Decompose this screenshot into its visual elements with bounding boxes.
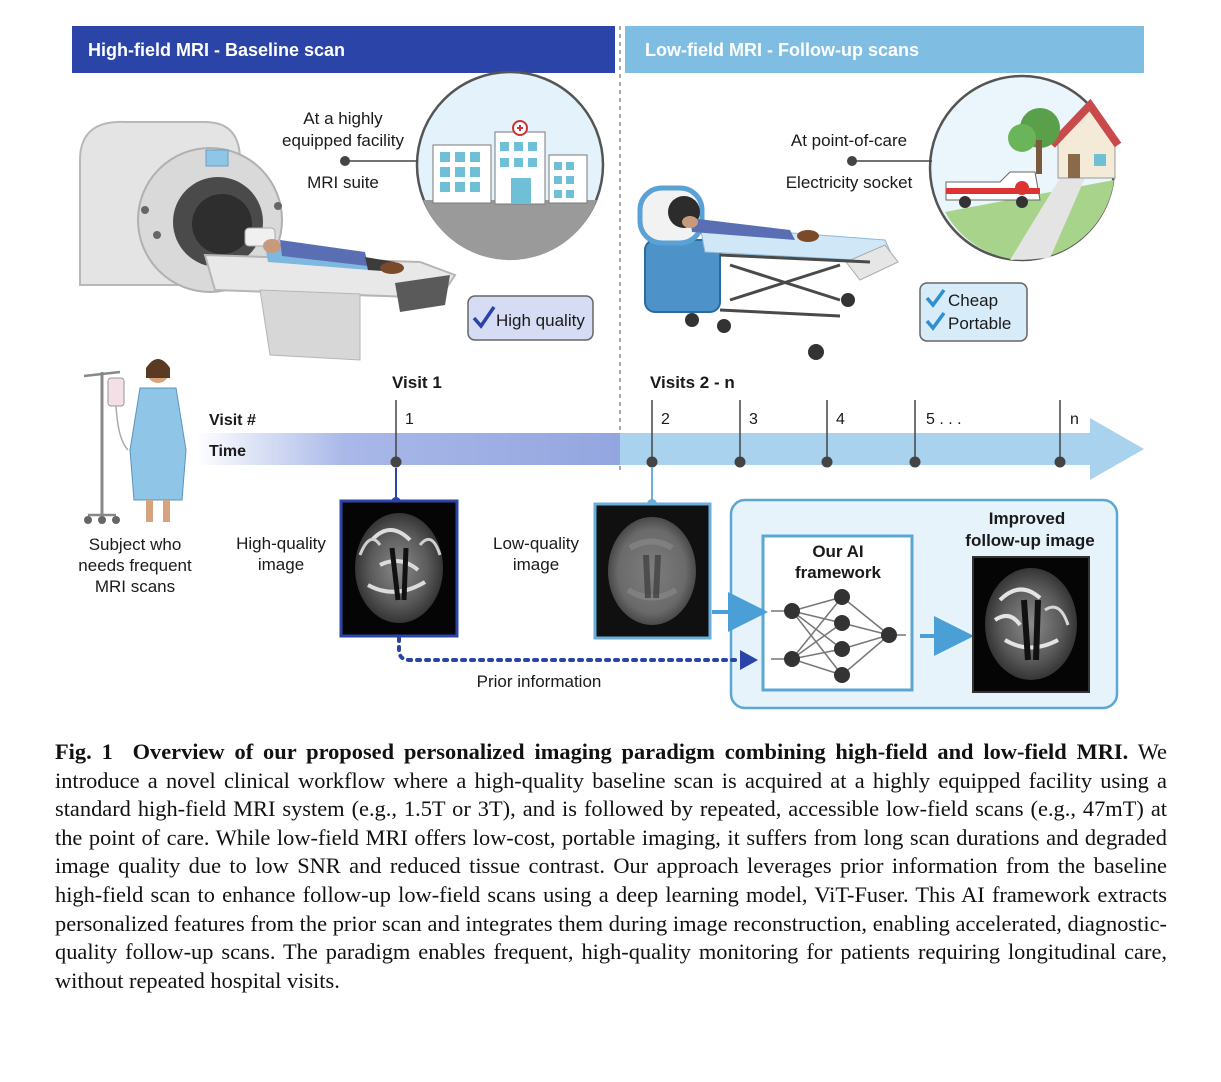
visit-tick-label: n <box>1070 411 1079 428</box>
visit-tick-5: 5 . . . <box>909 400 962 468</box>
caption-body: We introduce a novel clinical workflow w… <box>55 739 1167 993</box>
improved-label-line1: Improved <box>989 509 1066 528</box>
high-quality-text: High quality <box>496 311 585 330</box>
high-quality-badge <box>467 295 594 341</box>
time-label: Time <box>209 443 246 460</box>
prior-information-arrow <box>397 636 742 662</box>
right-banner-title: Low-field MRI - Follow-up scans <box>645 40 919 60</box>
mri-suite-label: MRI suite <box>307 173 379 192</box>
visit-tick-label: 3 <box>749 411 758 428</box>
improved-label-line2: follow-up image <box>965 531 1094 550</box>
improved-brain-image <box>972 556 1090 693</box>
visit-tick-4: 4 <box>821 400 845 468</box>
caption-title: Overview of our proposed personalized im… <box>132 739 1129 764</box>
ai-label-line2: framework <box>795 563 882 582</box>
visit-tick-label: 5 . . . <box>926 411 962 428</box>
overview-figure: High-field MRI - Baseline scan Low-field… <box>72 26 1144 710</box>
subject-icon <box>129 359 187 522</box>
hq-image-label-line2: image <box>258 555 304 574</box>
hq-image-label-line1: High-quality <box>236 534 326 553</box>
house-icon <box>928 74 1122 262</box>
patient-icon <box>263 239 404 274</box>
visit-tick-label: 1 <box>405 411 414 428</box>
visit-tick-n: n <box>1054 400 1079 468</box>
checkmark-icon <box>925 288 946 308</box>
figure-caption: Fig. 1 Overview of our proposed personal… <box>55 738 1167 995</box>
subject-label-line2: needs frequent <box>78 556 192 575</box>
poc-label: At point-of-care <box>791 131 907 150</box>
lq-image-label-line2: image <box>513 555 559 574</box>
lq-image-label-line1: Low-quality <box>493 534 579 553</box>
checkmark-icon <box>925 311 946 331</box>
facility-label-line1: At a highly <box>303 109 383 128</box>
ai-label-line1: Our AI <box>812 542 863 561</box>
timeline-arrowhead <box>1090 418 1144 480</box>
lq-brain-image <box>593 502 712 640</box>
right-banner <box>625 26 1144 73</box>
left-banner <box>72 26 615 73</box>
cheap-text: Cheap <box>948 291 998 310</box>
visit-number-label: Visit # <box>209 412 256 429</box>
subject-label-line3: MRI scans <box>95 577 175 596</box>
iv-stand-icon <box>83 370 129 524</box>
subject-label-line1: Subject who <box>89 535 182 554</box>
poc-connector-dot <box>847 156 857 166</box>
visit-tick-2: 2 <box>646 400 670 468</box>
visit-tick-1: 1 <box>390 400 414 468</box>
facility-label-line2: equipped facility <box>282 131 404 150</box>
left-banner-title: High-field MRI - Baseline scan <box>88 40 345 60</box>
hq-brain-image <box>339 499 459 638</box>
visit1-heading: Visit 1 <box>392 373 442 392</box>
caption-label: Fig. 1 <box>55 739 113 764</box>
portable-mri-icon <box>637 185 899 360</box>
facility-connector-dot <box>340 156 350 166</box>
portable-text: Portable <box>948 314 1011 333</box>
neural-network-icon <box>771 589 906 683</box>
visit-tick-label: 4 <box>836 411 845 428</box>
socket-label: Electricity socket <box>786 173 913 192</box>
cheap-portable-badge <box>919 282 1028 342</box>
hospital-icon <box>415 70 605 261</box>
visits-heading: Visits 2 - n <box>650 373 735 392</box>
timeline-right <box>620 433 1092 465</box>
timeline-left <box>196 433 620 465</box>
checkmark-icon <box>472 306 496 329</box>
visit-tick-label: 2 <box>661 411 670 428</box>
prior-information-label: Prior information <box>477 672 602 691</box>
ambulance-icon <box>945 171 1041 208</box>
visit-tick-3: 3 <box>734 400 758 468</box>
prior-information-arrowhead <box>740 650 758 670</box>
